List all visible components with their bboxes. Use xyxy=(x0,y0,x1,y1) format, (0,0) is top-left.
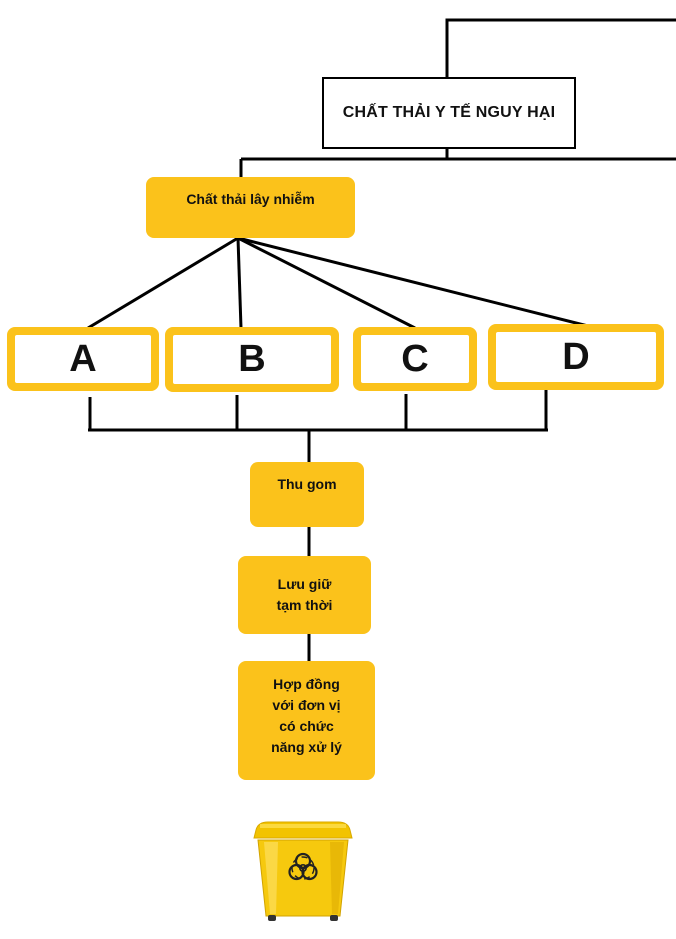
group-node-b-label: B xyxy=(173,335,331,384)
step-treatment-contract-label: Hợp đồng với đơn vị có chức năng xử lý xyxy=(271,676,342,755)
category-node: Chất thải lây nhiễm xyxy=(146,177,355,238)
step-treatment-contract: Hợp đồng với đơn vị có chức năng xử lý xyxy=(238,661,375,780)
group-node-a-label: A xyxy=(15,335,151,383)
step-collection: Thu gom xyxy=(250,462,364,527)
group-node-d-label: D xyxy=(496,332,656,382)
group-node-c-label: C xyxy=(361,335,469,383)
root-node: CHẤT THẢI Y TẾ NGUY HẠI xyxy=(322,77,576,149)
step-collection-label: Thu gom xyxy=(277,476,337,492)
group-node-c: C xyxy=(353,327,477,391)
connector-category-c xyxy=(237,236,416,330)
connector-root-bottom xyxy=(239,149,676,177)
group-node-b: B xyxy=(165,327,339,392)
group-node-d: D xyxy=(488,324,664,390)
connector-root-top xyxy=(445,18,676,77)
root-node-label: CHẤT THẢI Y TẾ NGUY HẠI xyxy=(342,104,556,121)
biohazard-bin-icon xyxy=(253,821,353,921)
group-node-a: A xyxy=(7,327,159,391)
connector-category-b xyxy=(236,237,243,329)
step-temporary-storage-label: Lưu giữ tạm thời xyxy=(276,576,333,613)
connector-category-d xyxy=(237,236,589,328)
category-node-label: Chất thải lây nhiễm xyxy=(186,191,315,207)
connector-category-a xyxy=(87,236,239,330)
step-temporary-storage: Lưu giữ tạm thời xyxy=(238,556,371,634)
connector-groups-bracket xyxy=(88,390,548,462)
